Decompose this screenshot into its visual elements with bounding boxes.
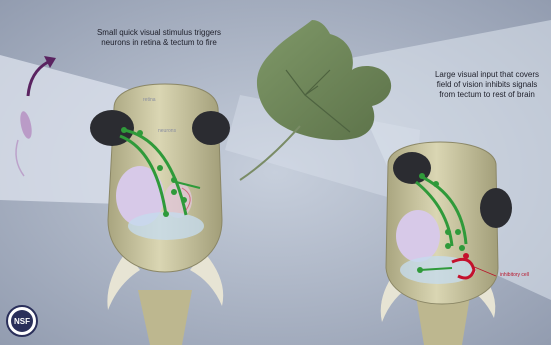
neuron-dot bbox=[433, 181, 439, 187]
label-inhibitory-cell: inhibitory cell bbox=[500, 272, 534, 278]
caption-large-input: Large visual input that covers field of … bbox=[428, 70, 546, 100]
neuron-dot bbox=[455, 229, 461, 235]
caption-small-stimulus: Small quick visual stimulus triggers neu… bbox=[96, 28, 222, 48]
neuron-dot bbox=[445, 229, 451, 235]
label-retina: retina bbox=[143, 97, 156, 103]
neuron-dot bbox=[171, 177, 177, 183]
brain-lobe-right bbox=[396, 210, 440, 262]
neuron-dot bbox=[445, 243, 451, 249]
eye-right-b bbox=[480, 188, 512, 228]
neuron-dot bbox=[417, 267, 423, 273]
neuron-dot bbox=[157, 165, 163, 171]
neuron-dot bbox=[181, 197, 187, 203]
neuron-dot bbox=[419, 173, 425, 179]
eye-left-b bbox=[192, 111, 230, 145]
neuron-dot bbox=[137, 130, 143, 136]
neuron-dot bbox=[121, 127, 127, 133]
neuron-dot bbox=[171, 189, 177, 195]
neuron-dot bbox=[163, 211, 169, 217]
label-neurons: neurons bbox=[158, 128, 176, 134]
nsf-logo-text: NSF bbox=[14, 317, 30, 326]
nsf-logo: NSF bbox=[7, 306, 37, 336]
neuron-dot bbox=[459, 245, 465, 251]
inhibitory-cell-body bbox=[463, 253, 469, 259]
